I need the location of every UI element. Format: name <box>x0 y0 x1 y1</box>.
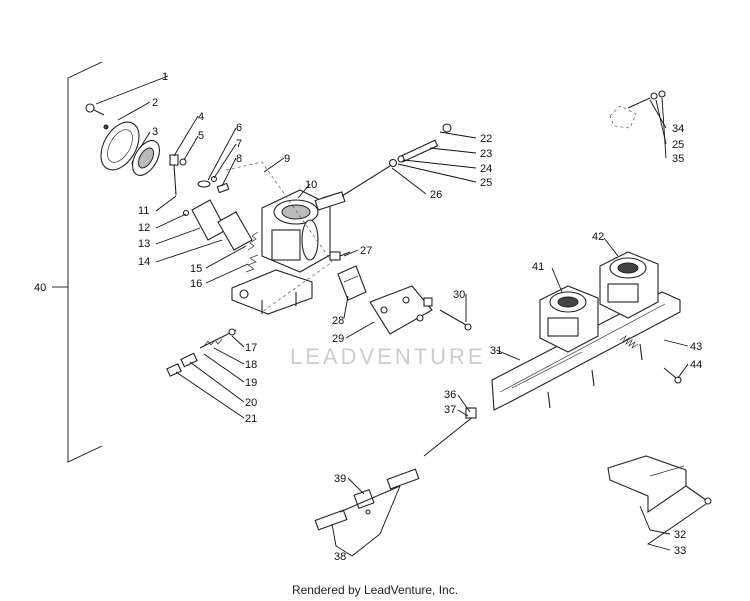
callout-4: 4 <box>198 111 204 123</box>
assembly-bracket-40 <box>52 61 103 463</box>
small-parts-34-35 <box>609 90 666 129</box>
callout-15: 15 <box>190 263 202 275</box>
callout-30: 30 <box>453 289 465 301</box>
callout-42: 42 <box>592 231 604 243</box>
callout-40: 40 <box>34 282 46 294</box>
callout-41: 41 <box>532 261 544 273</box>
callout-32: 32 <box>674 529 686 541</box>
callout-labels: 1 2 3 4 5 6 7 8 9 10 11 12 13 14 15 16 1… <box>34 71 702 563</box>
screw-part-27 <box>329 251 351 261</box>
callout-2: 2 <box>152 97 158 109</box>
callout-35: 35 <box>672 153 684 165</box>
callout-37: 37 <box>444 404 456 416</box>
callout-26: 26 <box>430 189 442 201</box>
callout-33: 33 <box>674 545 686 557</box>
callout-39: 39 <box>334 473 346 485</box>
callout-20: 20 <box>245 397 257 409</box>
cable-adjuster-parts-22-26 <box>388 123 452 168</box>
callout-27: 27 <box>360 245 372 257</box>
mounting-bracket-part-32 <box>607 455 712 514</box>
screw-part-1 <box>85 103 105 116</box>
callout-31: 31 <box>490 345 502 357</box>
callout-28: 28 <box>332 315 344 327</box>
callout-6: 6 <box>236 122 242 134</box>
callout-24: 24 <box>480 163 492 175</box>
callout-21: 21 <box>245 413 257 425</box>
spring-part-43 <box>619 334 639 350</box>
carburetor-body-part-10 <box>231 189 346 315</box>
callout-8: 8 <box>236 153 242 165</box>
linkage-rail-part-31 <box>491 291 681 411</box>
callout-25: 25 <box>480 177 492 189</box>
callout-13: 13 <box>138 238 150 250</box>
diaphragm-part-3 <box>131 140 161 176</box>
callout-29: 29 <box>332 333 344 345</box>
flange-plate-part-29 <box>369 285 433 335</box>
bolt-part-30 <box>439 309 472 331</box>
callout-5: 5 <box>198 130 204 142</box>
twin-carburetor-assembly <box>314 90 712 531</box>
callout-9: 9 <box>284 153 290 165</box>
carburetor-part-42 <box>599 251 659 319</box>
callout-34: 34 <box>672 123 684 135</box>
callout-10: 10 <box>305 179 317 191</box>
callout-3: 3 <box>152 126 158 138</box>
watermark: LEADVENTURE <box>290 344 486 369</box>
leader-lines <box>95 75 707 557</box>
callout-18: 18 <box>245 359 257 371</box>
callout-14: 14 <box>138 256 150 268</box>
assembly-outline-9 <box>225 161 333 313</box>
footer-credit: Rendered by LeadVenture, Inc. <box>292 583 458 597</box>
gasket-plates-12-14 <box>182 199 253 251</box>
callout-25b: 25 <box>672 139 684 151</box>
callout-43: 43 <box>690 341 702 353</box>
screw-part-44 <box>663 367 682 384</box>
needle-part-4-5 <box>169 154 187 196</box>
callout-36: 36 <box>444 389 456 401</box>
callout-22: 22 <box>480 133 492 145</box>
gasket-part-28 <box>337 265 367 301</box>
callout-44: 44 <box>690 359 702 371</box>
callout-16: 16 <box>190 278 202 290</box>
shaft-parts-36-37 <box>423 407 477 457</box>
callout-23: 23 <box>480 148 492 160</box>
small-parts-6-7-8 <box>197 175 230 194</box>
callout-38: 38 <box>334 551 346 563</box>
callout-7: 7 <box>236 138 242 150</box>
callout-17: 17 <box>245 342 257 354</box>
spring-parts-38-39 <box>314 468 420 531</box>
idle-screw-parts-17-21 <box>166 328 237 377</box>
carburetor-part-41 <box>539 285 599 353</box>
carburetor-exploded <box>85 103 472 377</box>
callout-11: 11 <box>138 205 149 217</box>
callout-1: 1 <box>162 71 168 83</box>
callout-19: 19 <box>245 377 257 389</box>
callout-12: 12 <box>138 222 150 234</box>
